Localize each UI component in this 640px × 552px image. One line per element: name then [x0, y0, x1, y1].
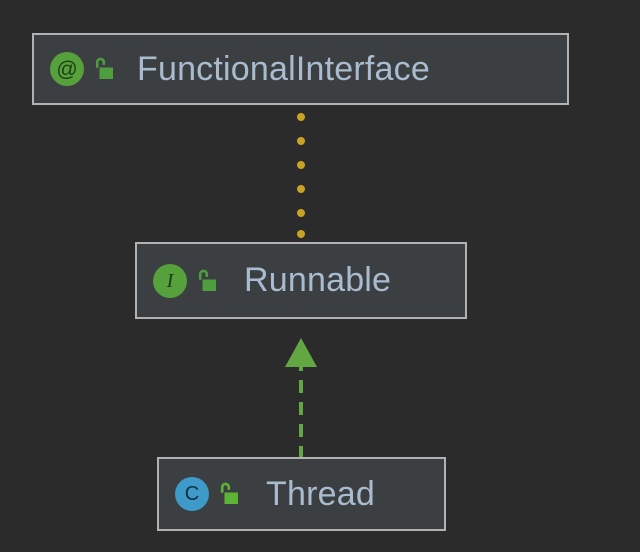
annotation-connector[interactable] — [286, 108, 316, 242]
class-badge-icon: C — [175, 477, 209, 511]
open-padlock-icon — [220, 482, 238, 504]
uml-node-thread[interactable]: C Thread — [157, 457, 446, 531]
node-label: Thread — [266, 474, 375, 513]
node-label: Runnable — [244, 261, 392, 299]
connector-dot — [297, 209, 305, 217]
connector-dot — [297, 161, 305, 169]
open-padlock-icon — [95, 57, 113, 79]
connector-dot — [297, 185, 305, 193]
interface-badge-icon: I — [153, 263, 187, 298]
uml-node-runnable[interactable]: I Runnable — [135, 242, 467, 319]
connector-dot — [297, 137, 305, 145]
connector-dot — [297, 113, 305, 121]
realization-connector[interactable] — [276, 318, 326, 459]
node-label: FunctionalInterface — [137, 49, 430, 88]
connector-dot — [297, 230, 305, 238]
realization-arrowhead-icon — [285, 338, 317, 367]
annotation-badge-icon: @ — [50, 52, 84, 86]
open-padlock-icon — [198, 269, 216, 291]
uml-node-functionalinterface[interactable]: @ FunctionalInterface — [32, 33, 569, 105]
